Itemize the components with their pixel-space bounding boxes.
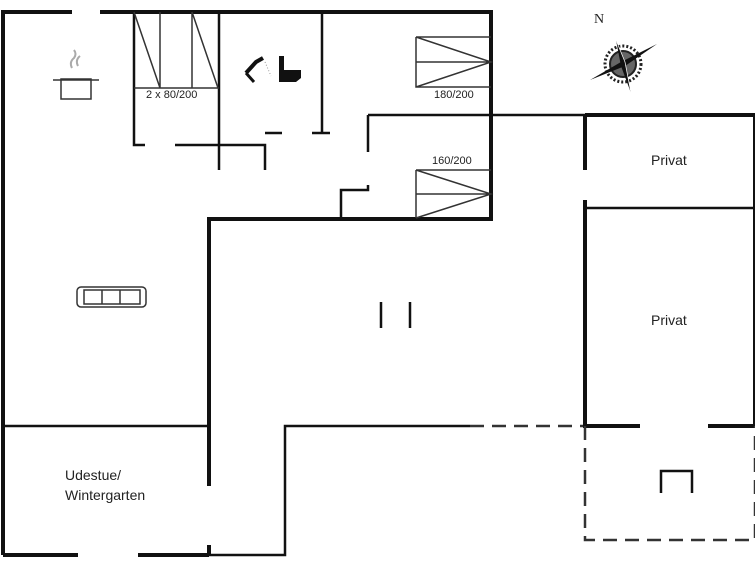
twin-beds <box>133 11 219 89</box>
room-label-conservatory-1: Udestue/ <box>65 467 122 483</box>
double-bed-180-label: 180/200 <box>434 89 474 101</box>
double-bed-180 <box>415 36 494 88</box>
twin-bed-label: 2 x 80/200 <box>146 89 198 101</box>
compass-north-label: N <box>594 12 605 27</box>
sliding-door <box>379 302 412 328</box>
fireplace-icon <box>659 469 694 493</box>
room-label-privat-1: Privat <box>651 152 687 168</box>
double-bed-160-label: 160/200 <box>432 155 472 167</box>
double-bed-160 <box>415 169 494 219</box>
sofa-icon <box>76 286 147 308</box>
compass-rose-icon <box>590 39 657 94</box>
kitchen-pot-icon <box>53 49 99 100</box>
room-label-conservatory-2: Wintergarten <box>65 487 146 503</box>
shower-icon <box>244 56 272 83</box>
room-label-privat-2: Privat <box>651 312 687 328</box>
toilet-icon <box>279 56 301 82</box>
